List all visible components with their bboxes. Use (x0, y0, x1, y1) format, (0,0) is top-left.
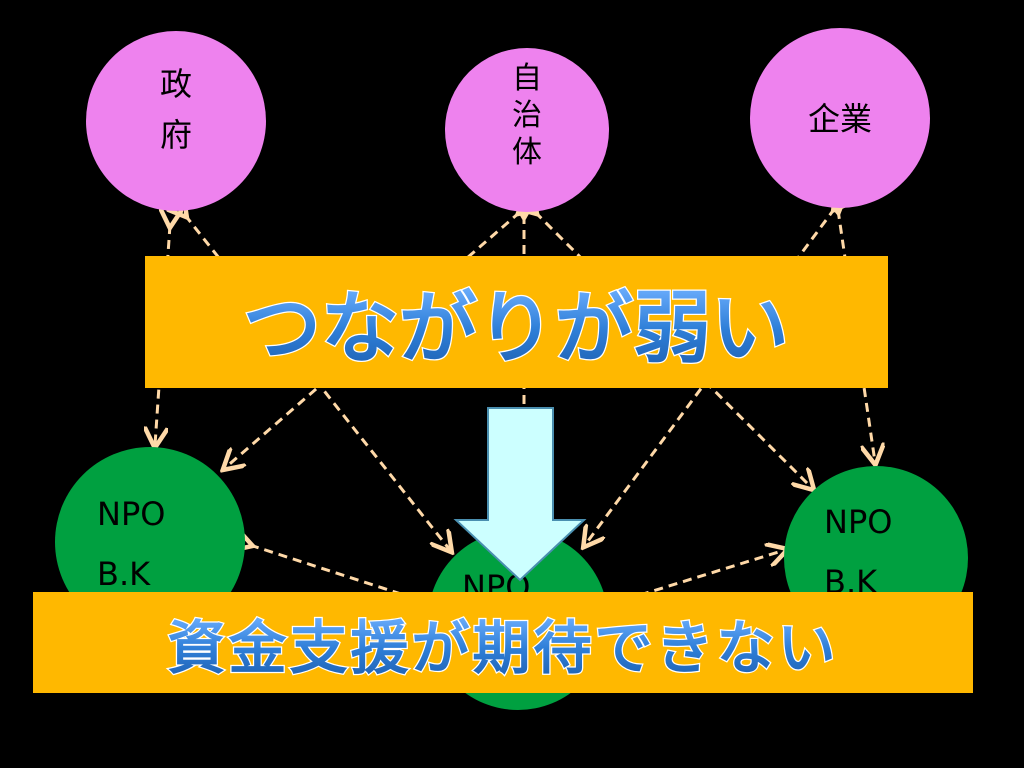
node-npo-right-line1: NPO (824, 503, 892, 541)
node-local-line1: 自 (512, 61, 542, 96)
arrow-npo-center-right (639, 550, 785, 597)
banner-weak-connection: つながりが弱い (145, 256, 888, 388)
node-corp: 企業 (750, 28, 930, 208)
node-gov-line1: 政 (160, 65, 192, 103)
banner-no-funding-text: 資金支援が期待できない (167, 614, 838, 682)
node-local-line2: 治 (512, 98, 542, 133)
node-gov: 政 府 (86, 31, 266, 211)
node-npo-left: NPO B.K (55, 447, 245, 637)
node-local-gov: 自 治 体 (445, 48, 609, 212)
banner-no-funding: 資金支援が期待できない (33, 592, 973, 693)
arrow-npo-left-center (250, 545, 436, 607)
node-npo-left-line1: NPO (97, 495, 165, 533)
node-gov-line2: 府 (160, 116, 192, 154)
node-corp-label: 企業 (808, 100, 872, 138)
node-npo-left-line2: B.K (97, 555, 151, 593)
node-local-line3: 体 (512, 135, 542, 170)
down-arrow-icon (453, 407, 587, 582)
arrow-corp-npo-center (585, 208, 835, 545)
banner-weak-connection-text: つながりが弱い (243, 284, 789, 374)
